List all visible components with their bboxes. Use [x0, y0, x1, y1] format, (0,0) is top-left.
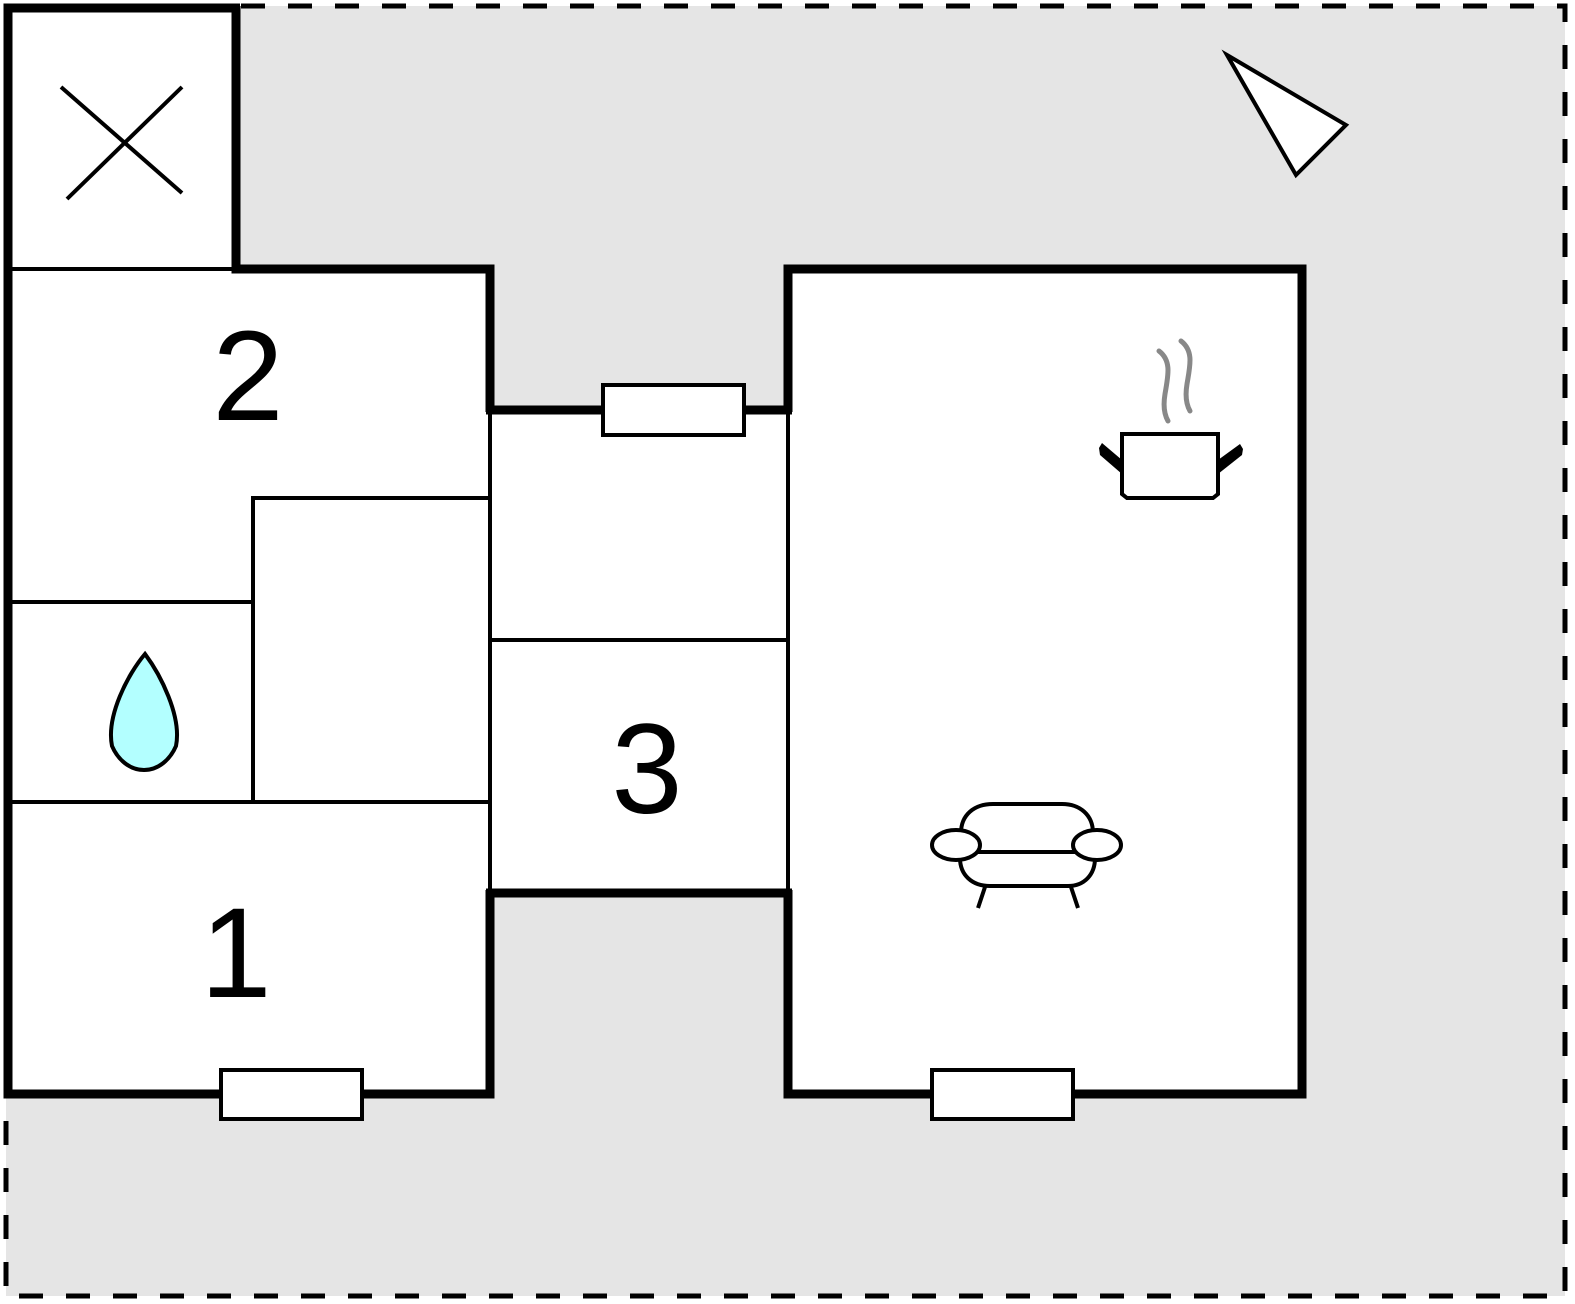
water-drop-icon: [109, 650, 179, 773]
cooking-pot-icon: [1099, 338, 1243, 500]
window-right-bottom: [930, 1068, 1075, 1121]
middle-block-fill: [490, 410, 788, 893]
wall-right-block: [783, 264, 1307, 1099]
north-arrow-icon: [1221, 49, 1350, 179]
left-block-fill: [6, 269, 490, 1094]
sofa-icon: [930, 802, 1123, 909]
room-label-1: 1: [200, 882, 271, 1025]
void-cross-icon: [59, 85, 184, 201]
room-label-2: 2: [212, 305, 283, 448]
window-room1-bottom: [219, 1068, 364, 1121]
room-label-3: 3: [611, 698, 682, 841]
right-block-fill: [788, 269, 1302, 1094]
wall-left-block: [231, 6, 495, 412]
window-middle-top: [601, 383, 746, 437]
